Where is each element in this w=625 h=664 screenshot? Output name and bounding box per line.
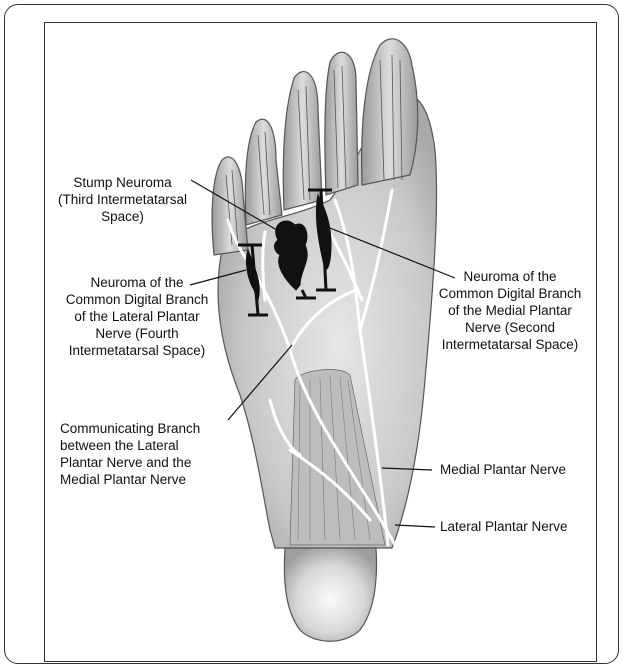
leader-lateral-plantar: [395, 525, 435, 527]
label-lateral-neuroma: Neuroma of the Common Digital Branch of …: [52, 274, 222, 359]
toe-1: [362, 39, 418, 185]
label-communicating-branch: Communicating Branch between the Lateral…: [60, 420, 230, 488]
toe-2: [325, 52, 358, 195]
label-stump-neuroma: Stump Neuroma (Third Intermetatarsal Spa…: [55, 174, 190, 225]
toe-5: [212, 157, 248, 255]
label-lateral-plantar-nerve: Lateral Plantar Nerve: [440, 518, 590, 535]
heel: [284, 548, 376, 641]
label-medial-plantar-nerve: Medial Plantar Nerve: [440, 461, 590, 478]
label-medial-neuroma: Neuroma of the Common Digital Branch of …: [420, 268, 600, 353]
